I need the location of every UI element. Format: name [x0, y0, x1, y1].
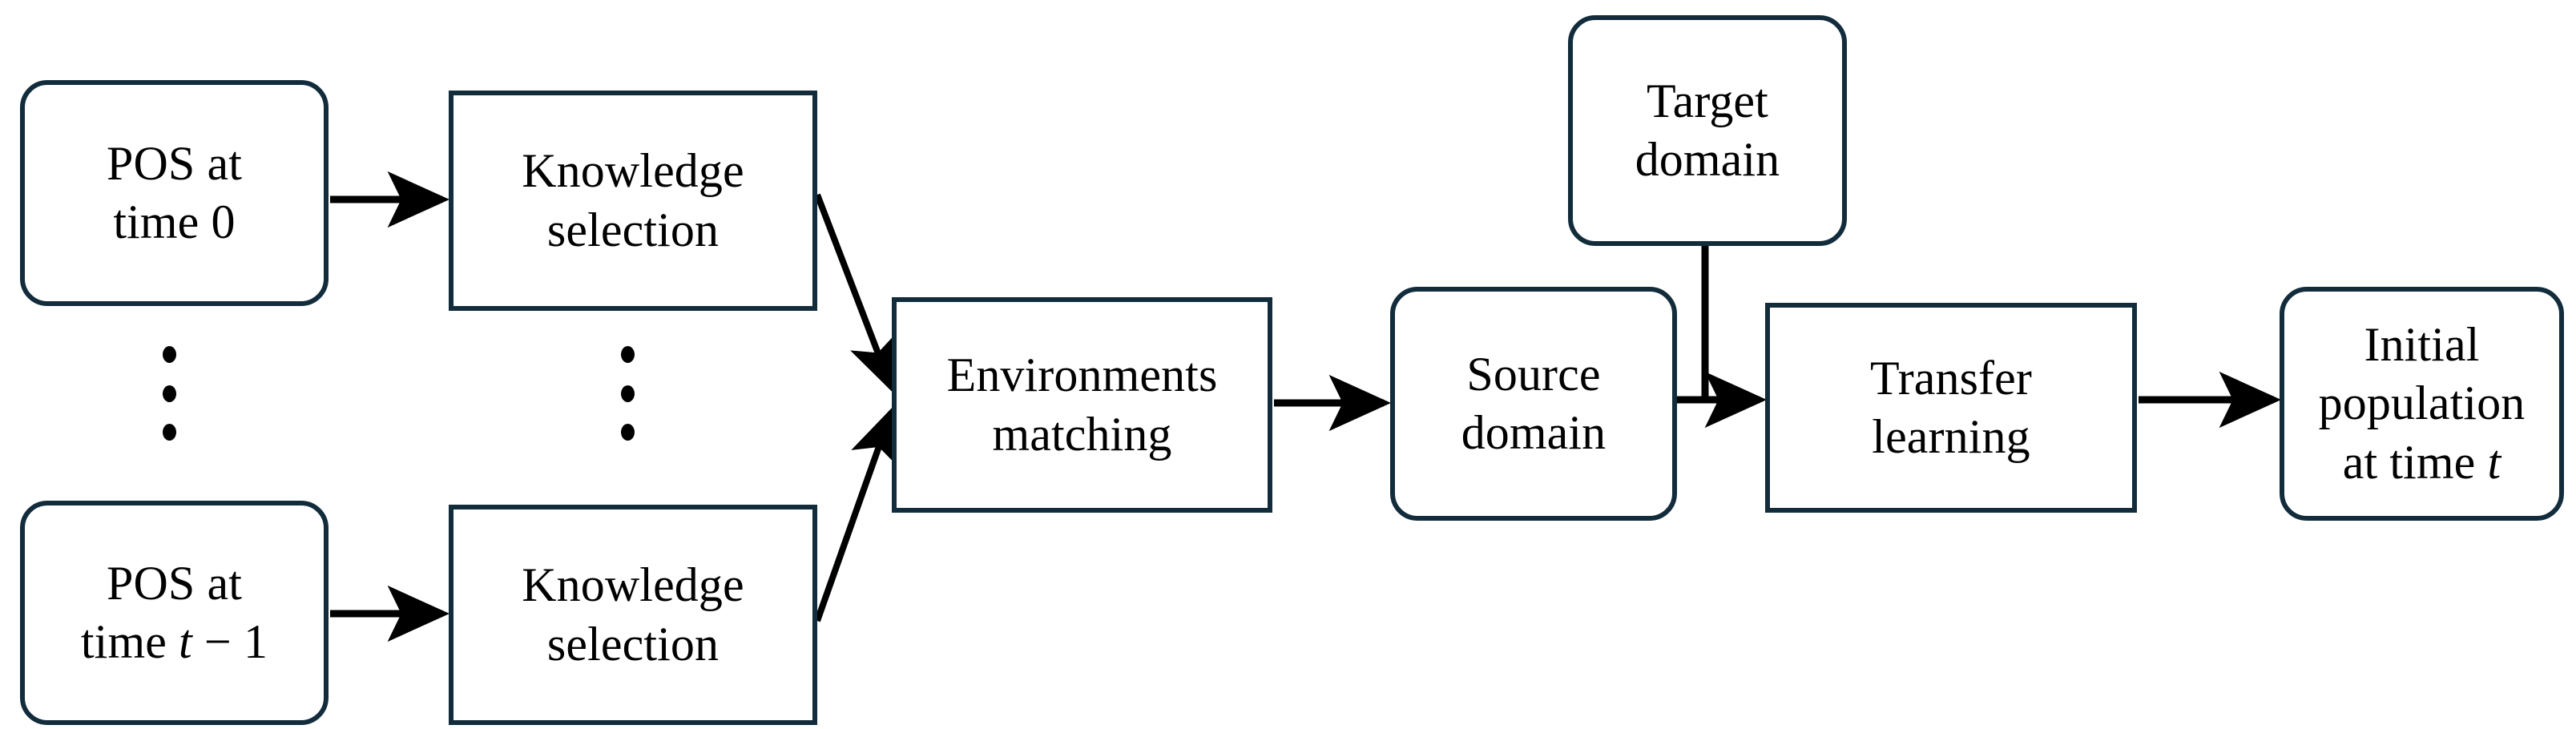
node-label: Knowledge selection [522, 144, 744, 256]
node-label: Initial population at time t [2318, 318, 2526, 489]
node-label: Knowledge selection [522, 558, 744, 671]
node-label: POS at time 0 [107, 136, 242, 248]
dot [162, 385, 176, 402]
node-knowledge-selection-top[interactable]: Knowledge selection [449, 91, 817, 311]
dot [620, 424, 635, 441]
node-target-domain[interactable]: Target domain [1568, 15, 1847, 246]
node-environments-matching[interactable]: Environments matching [892, 297, 1272, 513]
node-label: POS at time t − 1 [80, 556, 268, 668]
node-pos-at-time-0[interactable]: POS at time 0 [20, 80, 329, 306]
node-knowledge-selection-bottom[interactable]: Knowledge selection [449, 505, 817, 725]
dot [620, 346, 635, 363]
node-transfer-learning[interactable]: Transfer learning [1765, 303, 2137, 513]
node-source-domain[interactable]: Source domain [1390, 287, 1677, 521]
node-initial-population-at-time-t[interactable]: Initial population at time t [2280, 287, 2564, 521]
vertical-dots-right [617, 346, 638, 441]
node-label: Target domain [1635, 74, 1780, 186]
dot [162, 424, 176, 441]
vertical-dots-left [159, 346, 179, 441]
node-pos-at-time-t-minus-1[interactable]: POS at time t − 1 [20, 501, 329, 725]
edge-knowledge-selection-top-to-environments-matching [814, 193, 897, 393]
node-label: Transfer learning [1870, 351, 2032, 463]
dot [620, 385, 635, 402]
dot [162, 346, 176, 363]
edge-knowledge-selection-bottom-to-environments-matching [814, 406, 899, 622]
node-label: Source domain [1461, 347, 1606, 459]
node-label: Environments matching [946, 348, 1218, 461]
